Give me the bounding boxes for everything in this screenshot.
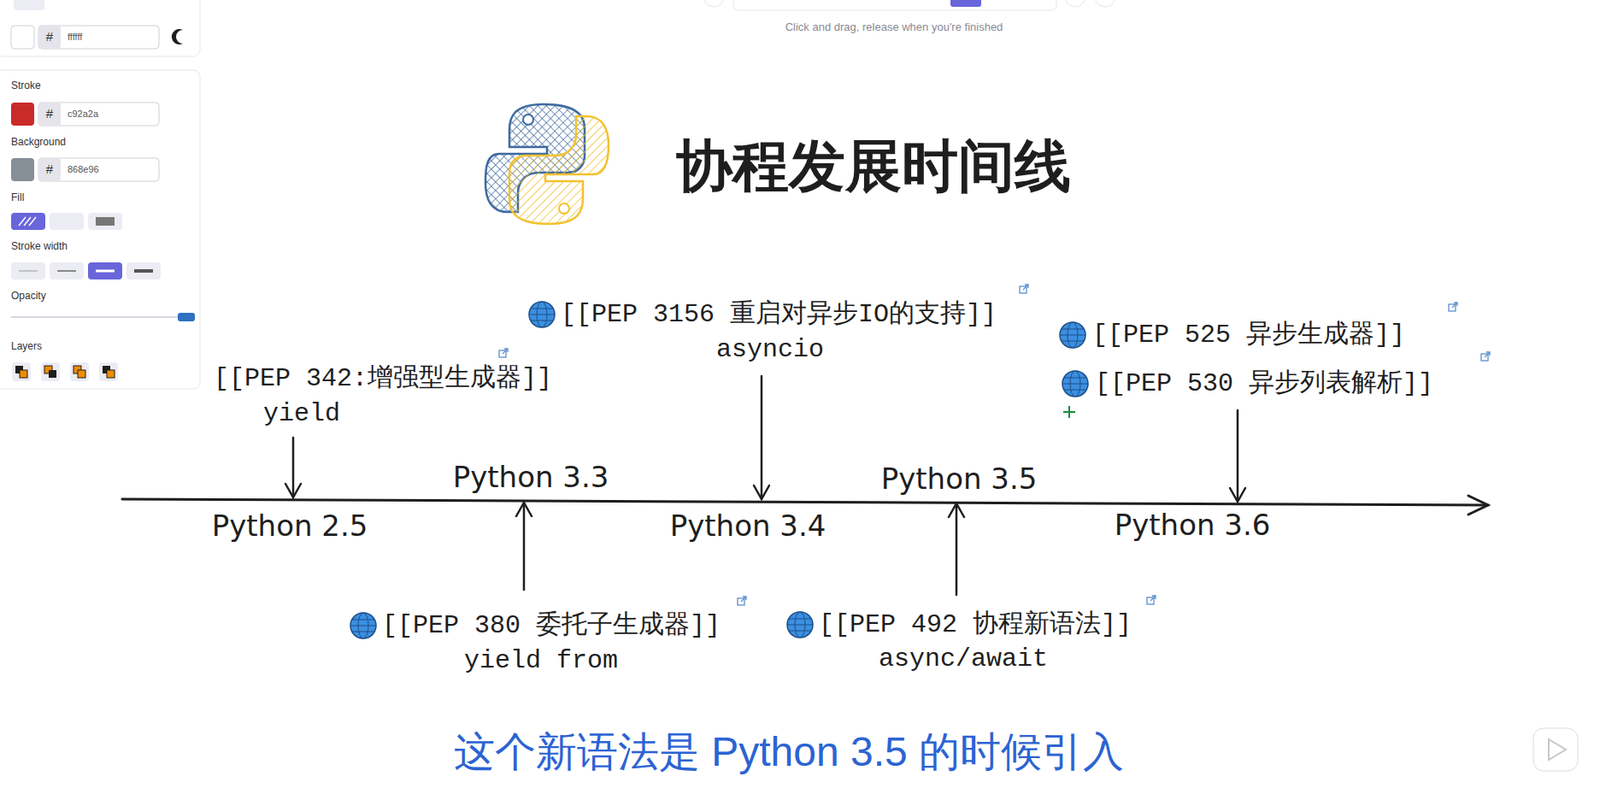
color-value: c92a2a xyxy=(67,108,99,120)
properties-panel xyxy=(0,0,200,389)
version-label: Python 3.3 xyxy=(452,459,610,495)
toolbar-button xyxy=(1094,0,1116,7)
toolbar-button xyxy=(1064,0,1086,7)
panel-heading: Layers xyxy=(11,340,42,353)
panel-heading: Opacity xyxy=(11,289,47,302)
pep-link: [[PEP 3156 重启对异步IO的支持]] xyxy=(560,299,997,330)
toolbar-hint: Click and drag, release when you're fini… xyxy=(785,20,1004,35)
play-button xyxy=(1533,728,1578,771)
diagram-title: 协程发展时间线 xyxy=(676,132,1071,200)
version-label: Python 3.4 xyxy=(670,508,827,544)
pep-link: [[PEP 525 异步生成器]] xyxy=(1092,319,1406,351)
panel-heading: Background xyxy=(11,135,66,148)
toolbar-button xyxy=(950,0,982,7)
keyword: yield xyxy=(263,398,341,430)
toolbar xyxy=(733,0,1057,11)
video-subtitle: 这个新语法是 Python 3.5 的时候引入 xyxy=(453,727,1124,777)
version-label: Python 3.5 xyxy=(881,461,1038,497)
play-icon xyxy=(1548,739,1566,760)
panel-heading: Stroke width xyxy=(11,240,68,253)
link-marks xyxy=(499,284,1490,606)
version-arrows xyxy=(285,376,1246,595)
hex-prefix: # xyxy=(46,29,53,45)
panel-heading: Fill xyxy=(11,191,24,204)
toolbar-button xyxy=(703,0,724,7)
color-value: 868e96 xyxy=(67,164,100,176)
pep-link: [[PEP 342:增强型生成器]] xyxy=(213,363,553,395)
hex-prefix: # xyxy=(46,161,53,177)
keyword: async/await xyxy=(878,643,1048,675)
version-label: Python 3.6 xyxy=(1114,507,1271,543)
globe-icons xyxy=(350,301,1089,639)
pep-link: [[PEP 380 委托子生成器]] xyxy=(382,610,721,642)
python-logo xyxy=(485,104,609,224)
keyword: yield from xyxy=(464,645,618,677)
color-value: ffffff xyxy=(67,31,83,43)
version-label: Python 2.5 xyxy=(211,508,369,544)
hex-prefix: # xyxy=(46,105,53,122)
keyword: asyncio xyxy=(716,334,824,365)
pep-link: [[PEP 530 异步列表解析]] xyxy=(1094,368,1434,400)
pep-link: [[PEP 492 协程新语法]] xyxy=(818,609,1132,641)
panel-heading: Stroke xyxy=(11,79,42,92)
